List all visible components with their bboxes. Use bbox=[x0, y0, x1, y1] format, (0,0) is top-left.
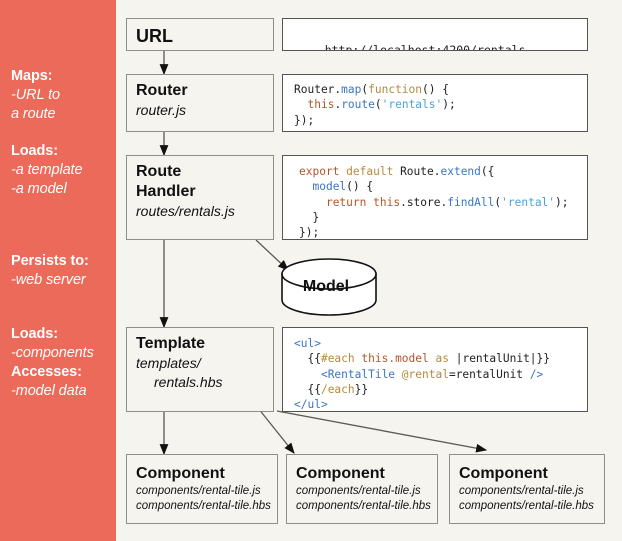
legend-item: -URL to bbox=[11, 87, 60, 103]
component-file-hbs: components/rental-tile.hbs bbox=[459, 500, 594, 512]
router-code-box: Router.map(function() { this.route('rent… bbox=[282, 74, 588, 132]
component-file-hbs: components/rental-tile.hbs bbox=[136, 500, 271, 512]
legend-group-loads-template: Loads: -a template -a model bbox=[11, 142, 121, 199]
arrow-route-handler-to-model bbox=[255, 239, 289, 271]
legend-group-persists: Persists to: -web server bbox=[11, 252, 121, 290]
template-label: Template bbox=[136, 335, 206, 352]
component-title: Component bbox=[296, 465, 385, 482]
legend-item: -model data bbox=[11, 383, 87, 399]
template-file-line1: templates/ bbox=[136, 355, 201, 371]
route-handler-label-line2: Handler bbox=[136, 183, 196, 200]
legend-item: -a model bbox=[11, 181, 67, 197]
component-file-js: components/rental-tile.js bbox=[296, 485, 421, 497]
route-handler-label-line1: Route bbox=[136, 163, 182, 180]
legend-item: -web server bbox=[11, 272, 86, 288]
template-label-box: Template templates/ rentals.hbs bbox=[126, 327, 274, 412]
router-label-box: Router router.js bbox=[126, 74, 274, 132]
route-handler-file: routes/rentals.js bbox=[136, 203, 235, 219]
legend-group-loads-components: Loads: -components bbox=[11, 325, 121, 363]
component-box-1: Component components/rental-tile.js comp… bbox=[126, 454, 278, 524]
legend-heading: Maps: bbox=[11, 68, 53, 84]
legend-group-accesses: Accesses: -model data bbox=[11, 363, 121, 401]
url-label-box: URL bbox=[126, 18, 274, 51]
route-handler-code-box: export default Route.extend({ model() { … bbox=[282, 155, 588, 240]
legend-heading: Loads: bbox=[11, 143, 58, 159]
template-file-line2: rentals.hbs bbox=[154, 374, 223, 390]
router-file: router.js bbox=[136, 102, 187, 118]
url-value: http://localhost:4200/rentals bbox=[324, 43, 526, 51]
legend-panel: Maps: -URL to a route Loads: -a template… bbox=[0, 0, 116, 541]
component-title: Component bbox=[459, 465, 548, 482]
component-box-2: Component components/rental-tile.js comp… bbox=[286, 454, 438, 524]
route-handler-label-box: Route Handler routes/rentals.js bbox=[126, 155, 274, 240]
legend-item: -components bbox=[11, 345, 94, 361]
model-cylinder-label: Model bbox=[302, 278, 350, 295]
legend-item: a route bbox=[11, 106, 56, 122]
legend-heading: Persists to: bbox=[11, 253, 89, 269]
url-value-box[interactable]: http://localhost:4200/rentals bbox=[282, 18, 588, 51]
template-code-box: <ul> {{#each this.model as |rentalUnit|}… bbox=[282, 327, 588, 412]
arrow-template-to-component-2 bbox=[257, 407, 295, 454]
component-file-hbs: components/rental-tile.hbs bbox=[296, 500, 431, 512]
router-label: Router bbox=[136, 82, 188, 99]
component-box-3: Component components/rental-tile.js comp… bbox=[449, 454, 605, 524]
legend-heading: Loads: bbox=[11, 326, 58, 342]
component-file-js: components/rental-tile.js bbox=[459, 485, 584, 497]
component-file-js: components/rental-tile.js bbox=[136, 485, 261, 497]
url-label: URL bbox=[136, 26, 173, 46]
legend-heading: Accesses: bbox=[11, 364, 82, 380]
component-title: Component bbox=[136, 465, 225, 482]
legend-group-maps: Maps: -URL to a route bbox=[11, 67, 121, 124]
legend-item: -a template bbox=[11, 162, 83, 178]
arrow-template-to-component-3 bbox=[276, 410, 488, 453]
